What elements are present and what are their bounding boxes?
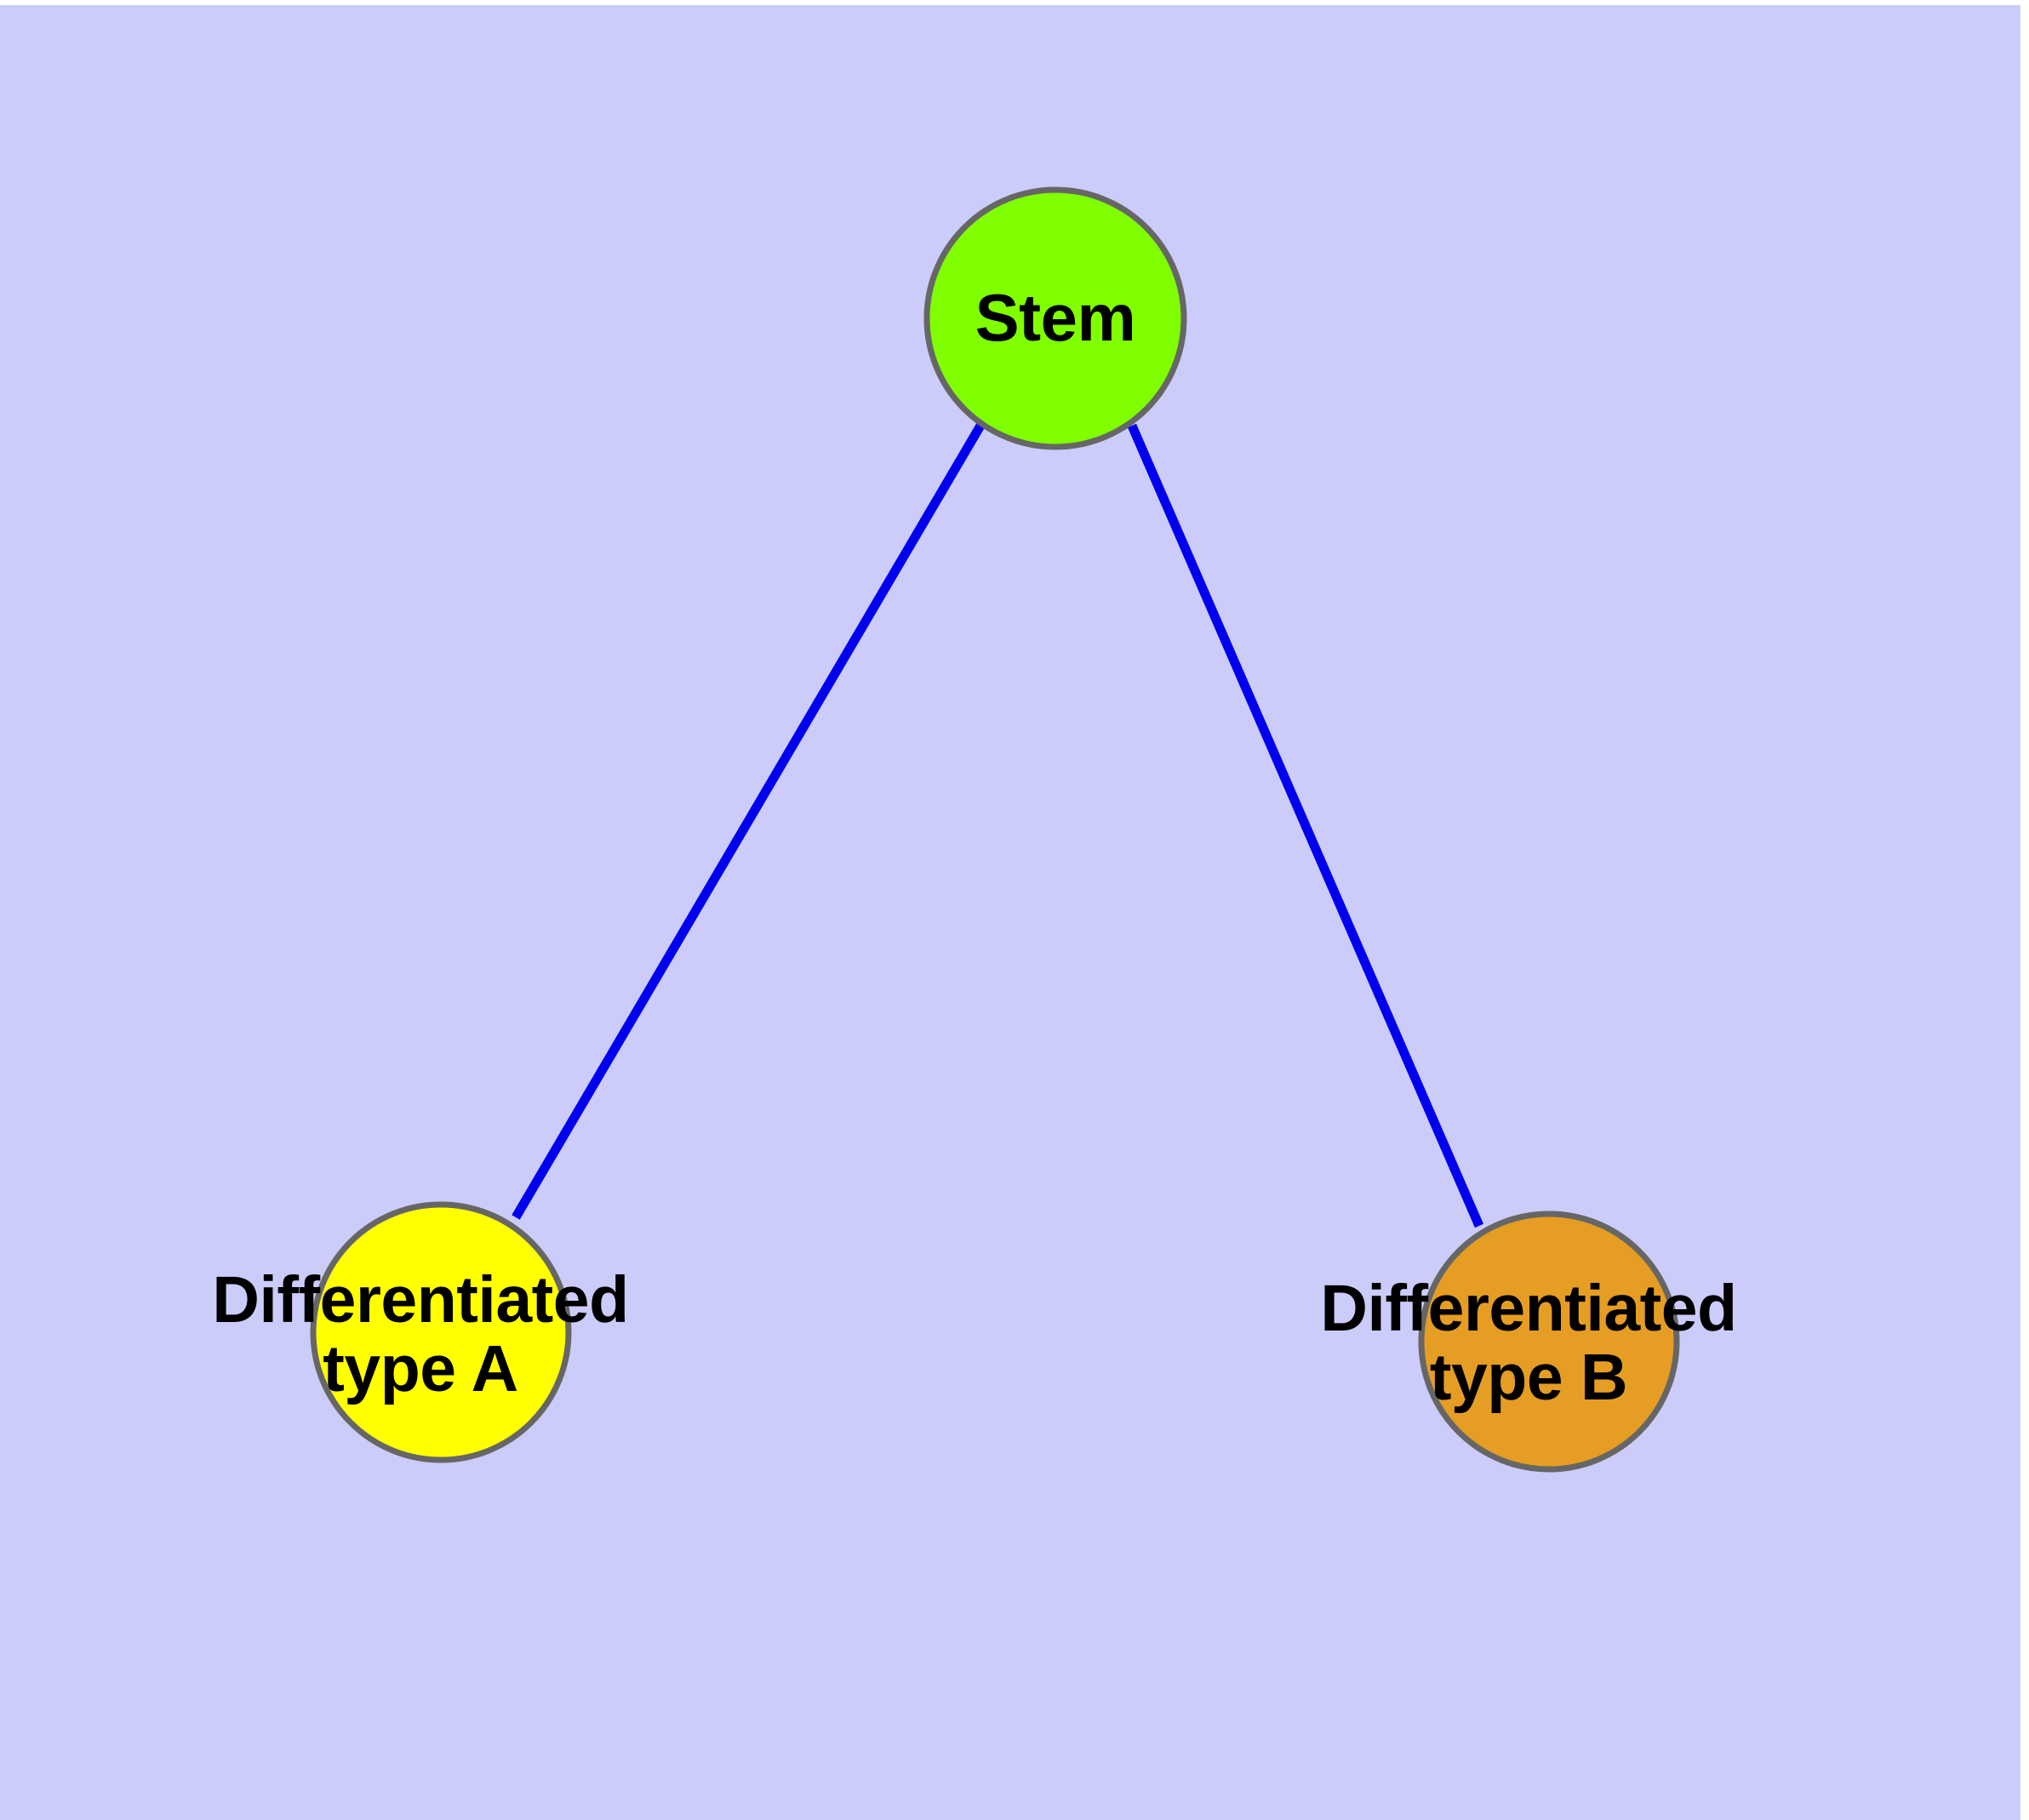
edge-stem-to-differentiated-type-a[interactable] [512,423,985,1220]
node-differentiated-type-b[interactable] [1418,1210,1680,1473]
edge-stem-to-differentiated-type-b[interactable] [1127,423,1484,1228]
node-stem[interactable] [923,186,1187,450]
node-layer [310,186,1680,1473]
edge-layer [512,423,1484,1228]
node-differentiated-type-a[interactable] [310,1201,572,1463]
